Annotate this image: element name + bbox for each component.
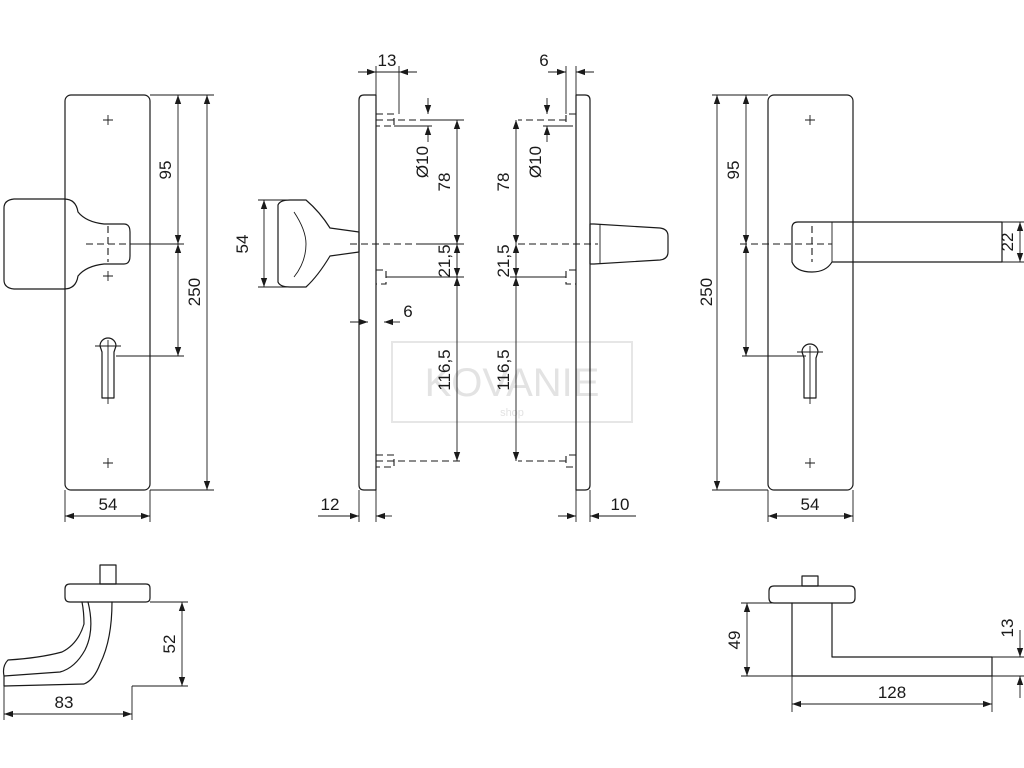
dim-250: 250 — [185, 278, 204, 306]
screw-mark-mid — [103, 271, 113, 281]
dim-21-5-2: 21,5 — [494, 244, 513, 277]
cylinder-hole — [99, 337, 117, 399]
lever-side — [589, 223, 669, 265]
cylinder-hole-2 — [801, 343, 819, 399]
dim-49: 49 — [725, 631, 744, 650]
watermark-sub: shop — [500, 407, 524, 419]
rose-top — [64, 583, 151, 603]
knob-front — [3, 198, 131, 290]
dim-95-2: 95 — [724, 161, 743, 180]
watermark-brand: KOVANIE — [425, 361, 600, 405]
dim-10: 10 — [611, 495, 630, 514]
dim-54: 54 — [99, 495, 118, 514]
dim-116-5: 116,5 — [435, 349, 454, 390]
dim-95: 95 — [156, 161, 175, 180]
front-knob-view: 95 250 54 — [3, 94, 214, 522]
dim-d10-2: Ø10 — [526, 146, 545, 178]
dim-78: 78 — [435, 173, 454, 192]
dim-6-spindle: 6 — [403, 302, 412, 321]
dim-d10: Ø10 — [413, 146, 432, 178]
dim-13: 13 — [378, 51, 397, 70]
front-lever-view: 95 250 22 54 — [697, 94, 1024, 522]
dim-83: 83 — [55, 693, 74, 712]
rose-top-2 — [768, 585, 856, 604]
spindle-top-2 — [801, 575, 819, 587]
dim-54-knob: 54 — [233, 235, 252, 254]
screw-mark-bottom — [103, 458, 113, 468]
dim-6-top: 6 — [539, 51, 548, 70]
dim-21-5: 21,5 — [435, 244, 454, 277]
knob-top-view: 52 83 — [2, 564, 188, 720]
lever-top-profile — [791, 602, 993, 677]
dim-22: 22 — [998, 233, 1017, 252]
screw-mark-top — [103, 115, 113, 125]
dim-13-2: 13 — [998, 619, 1017, 638]
backplate-outline — [64, 94, 151, 491]
dim-78-2: 78 — [494, 173, 513, 192]
dim-54-2: 54 — [801, 495, 820, 514]
lever-front — [791, 221, 1003, 273]
side-knob-view: 13 54 Ø10 78 21,5 116,5 6 12 — [233, 51, 464, 522]
plate-side — [358, 94, 377, 491]
side-lever-view: 6 Ø10 78 21,5 116,5 10 — [494, 51, 669, 522]
lever-top-view: 49 13 128 — [725, 575, 1024, 712]
dim-12: 12 — [321, 495, 340, 514]
dim-52: 52 — [160, 635, 179, 654]
plate-side-2 — [575, 94, 591, 491]
spindle-top — [99, 564, 117, 585]
dim-128: 128 — [878, 683, 906, 702]
knob-side — [277, 199, 360, 288]
dim-116-5-2: 116,5 — [494, 349, 513, 390]
dim-250-2: 250 — [697, 278, 716, 306]
knob-top-profile — [2, 601, 92, 677]
backplate-outline-2 — [767, 94, 854, 491]
